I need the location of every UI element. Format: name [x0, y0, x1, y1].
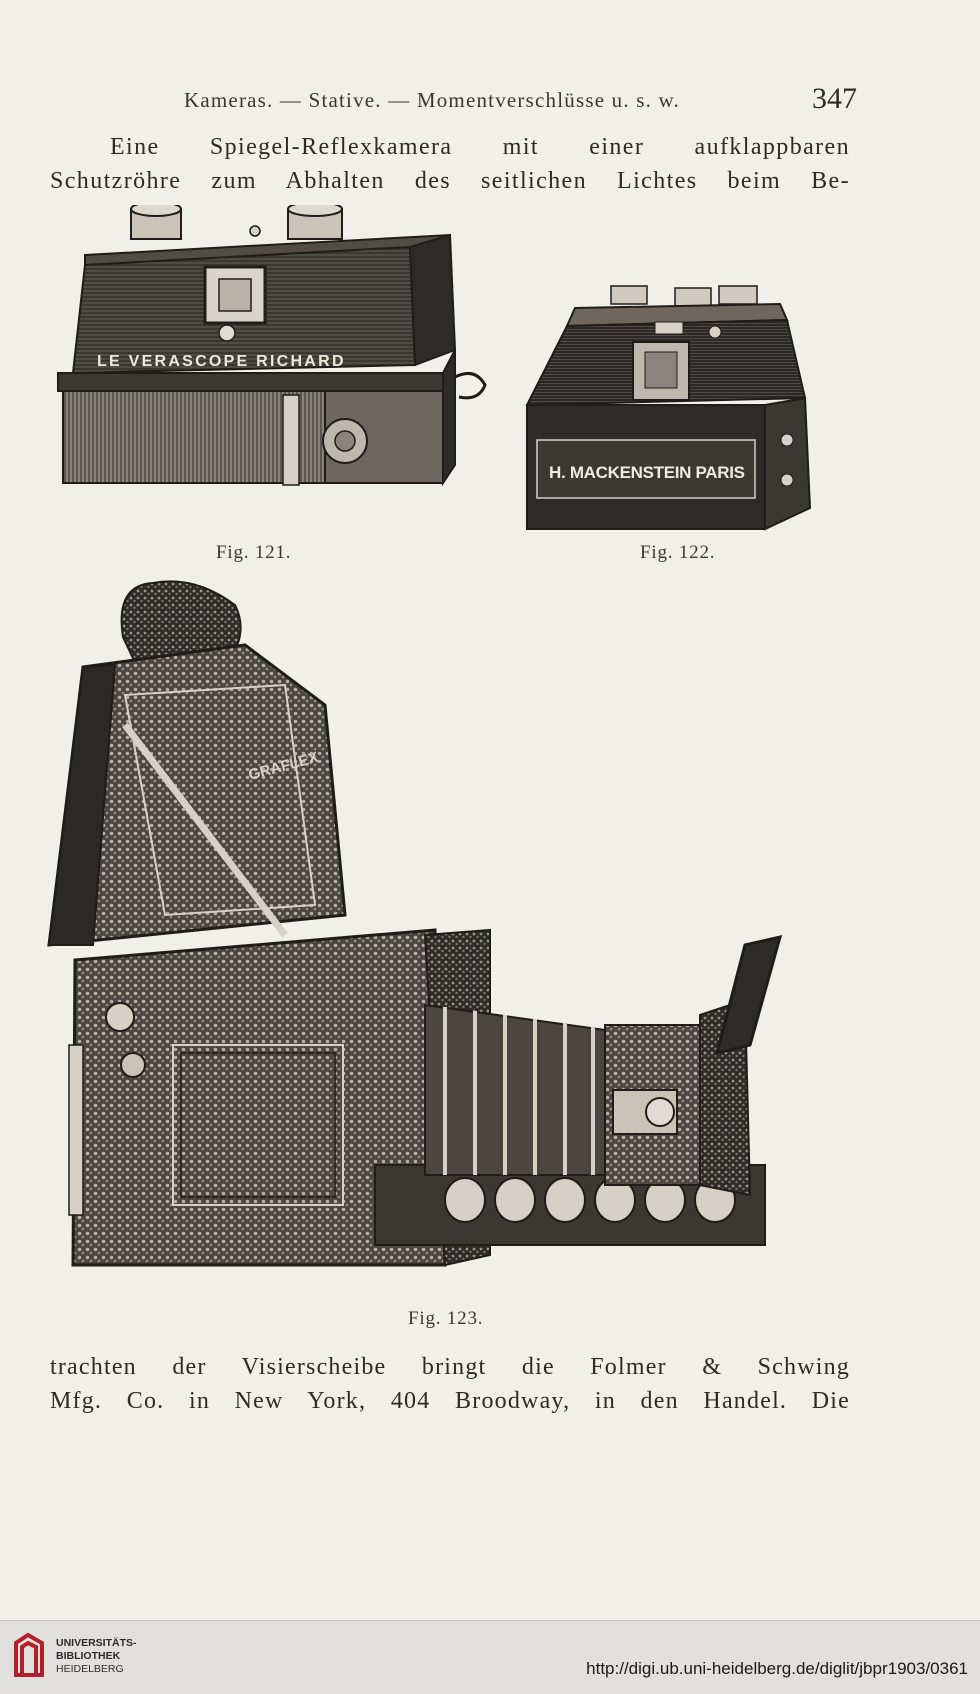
camera-inscription: H. MACKENSTEIN PARIS: [549, 463, 745, 482]
page-number: 347: [812, 82, 857, 115]
figure-121-stereo-camera: LE VERASCOPE RICHARD: [55, 205, 515, 535]
camera-inscription: LE VERASCOPE RICHARD: [97, 353, 345, 370]
caption-fig-121: Fig. 121.: [216, 542, 292, 563]
paragraph-top: Eine Spiegel-Reflexkamera mit einer aufk…: [50, 130, 850, 198]
text-line: Eine Spiegel-Reflexkamera mit einer aufk…: [110, 134, 850, 160]
figure-122-box-camera: H. MACKENSTEIN PARIS: [525, 280, 845, 535]
camera-illustration: LE VERASCOPE RICHARD: [57, 205, 487, 487]
library-logo-icon[interactable]: [12, 1632, 46, 1679]
running-head: Kameras. — Stative. — Momentverschlüsse …: [0, 82, 980, 122]
caption-fig-123: Fig. 123.: [408, 1308, 484, 1329]
text-line: Mfg. Co. in New York, 404 Broodway, in d…: [50, 1388, 850, 1414]
text-line: trachten der Visierscheibe bringt die Fo…: [50, 1354, 850, 1380]
running-head-title: Kameras. — Stative. — Momentverschlüsse …: [184, 88, 680, 112]
camera-illustration: GRAFLEX: [47, 580, 783, 1267]
permalink-url[interactable]: http://digi.ub.uni-heidelberg.de/diglit/…: [586, 1659, 968, 1678]
paragraph-bottom: trachten der Visierscheibe bringt die Fo…: [50, 1350, 850, 1418]
library-name: UNIVERSITÄTS- BIBLIOTHEK HEIDELBERG: [56, 1637, 137, 1675]
text-line: Schutzröhre zum Abhalten des seitlichen …: [50, 168, 850, 194]
viewer-footer: UNIVERSITÄTS- BIBLIOTHEK HEIDELBERG http…: [0, 1620, 980, 1694]
caption-fig-122: Fig. 122.: [640, 542, 716, 563]
figure-123-reflex-camera: GRAFLEX: [45, 575, 860, 1285]
scanned-page: Kameras. — Stative. — Momentverschlüsse …: [0, 82, 980, 1418]
camera-illustration: H. MACKENSTEIN PARIS: [525, 285, 812, 531]
